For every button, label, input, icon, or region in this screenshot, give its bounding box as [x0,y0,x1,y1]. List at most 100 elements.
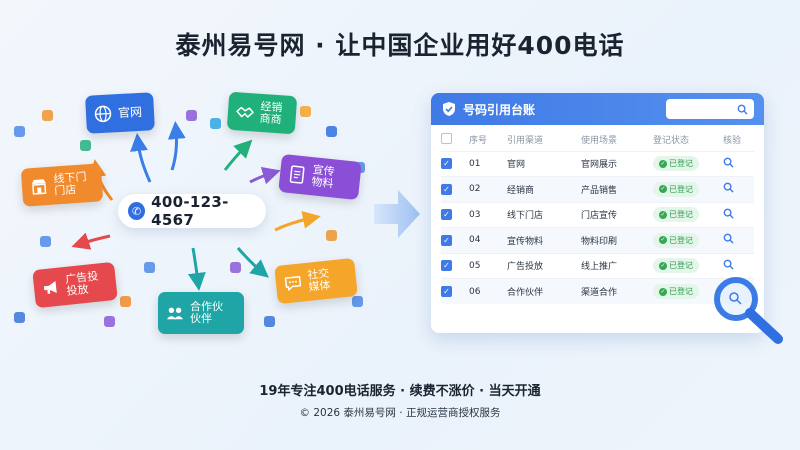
megaphone-icon [41,278,61,298]
table-row[interactable]: ✓ 01 官网 官网展示 ✓已登记 [441,150,754,177]
decor-cube [120,296,131,307]
table-row[interactable]: ✓ 02 经销商 产品销售 ✓已登记 [441,176,754,202]
card-label: 广告投 投放 [64,269,99,298]
row-channel: 经销商 [507,176,581,202]
copyright: © 2026 泰州易号网 · 正规运营商授权服务 [299,407,501,419]
verify-search-icon[interactable] [723,182,734,193]
check-icon: ✓ [659,261,667,270]
col-header-status: 登记状态 [653,136,690,147]
decor-cube [264,316,275,327]
col-header-no: 序号 [469,136,488,147]
select-all-checkbox[interactable] [441,132,452,144]
row-channel: 宣传物料 [507,227,581,253]
decor-cube [186,110,197,121]
phone-icon: ✆ [128,202,146,220]
col-header-scene: 使用场景 [581,136,618,147]
row-checkbox[interactable]: ✓ [441,286,452,297]
decor-cube [104,316,115,327]
row-scene: 物料印刷 [581,227,653,253]
big-arrow-icon [374,190,420,238]
card-label: 合作伙 伙伴 [190,300,223,325]
decor-cube [40,236,51,247]
page-title: 泰州易号网 · 让中国企业用好400电话 [175,31,625,60]
status-badge: ✓已登记 [653,232,699,248]
decor-cube [230,262,241,273]
row-scene: 官网展示 [581,150,653,177]
decor-cube [14,312,25,323]
row-scene: 线上推广 [581,252,653,279]
card-label: 经销 商商 [259,99,283,127]
channel-card-website: 官网 [85,92,155,134]
card-label: 线下门 门店 [53,170,87,198]
search-icon [737,104,748,115]
decor-cube [326,126,337,137]
verify-search-icon[interactable] [723,259,734,270]
row-checkbox[interactable]: ✓ [441,183,452,195]
chat-icon [283,274,303,294]
channel-card-promo: 宣传 物料 [278,153,362,201]
row-checkbox[interactable]: ✓ [441,158,452,170]
verify-search-icon[interactable] [723,233,734,244]
row-checkbox[interactable]: ✓ [441,209,452,221]
table-row[interactable]: ✓ 03 线下门店 门店宣传 ✓已登记 [441,201,754,228]
row-scene: 产品销售 [581,176,653,202]
row-channel: 线下门店 [507,201,581,228]
phone-number-pill: ✆ 400-123-4567 [118,193,266,229]
check-icon: ✓ [659,159,667,168]
magnifier-icon [714,277,783,344]
decor-cube [352,296,363,307]
card-label: 官网 [117,104,143,121]
row-scene: 渠道合作 [581,278,653,304]
channel-card-dealer: 经销 商商 [226,91,298,135]
row-channel: 广告投放 [507,252,581,279]
ledger-search-input[interactable] [666,99,754,119]
decor-cube [326,230,337,241]
status-badge: ✓已登记 [653,156,699,172]
status-badge: ✓已登记 [653,258,699,274]
row-checkbox[interactable]: ✓ [441,260,452,272]
channel-card-ads: 广告投 投放 [32,261,118,309]
row-no: 01 [469,150,507,177]
col-header-verify: 核验 [723,136,742,147]
status-badge: ✓已登记 [653,181,699,197]
tagline: 19年专注400电话服务 · 续费不涨价 · 当天开通 [259,384,541,399]
row-no: 02 [469,176,507,202]
select-all-cell[interactable] [441,129,469,151]
decor-cube [80,140,91,151]
decor-cube [300,106,311,117]
row-no: 05 [469,252,507,279]
channel-card-social: 社交 媒体 [274,257,358,305]
shield-icon [443,102,455,116]
row-channel: 合作伙伴 [507,278,581,304]
check-icon: ✓ [659,185,667,194]
channel-card-partner: 合作伙 伙伴 [158,292,244,334]
check-icon: ✓ [659,236,667,245]
verify-search-icon[interactable] [723,208,734,219]
decor-cube [42,110,53,121]
table-row[interactable]: ✓ 06 合作伙伴 渠道合作 ✓已登记 [441,278,754,304]
card-label: 宣传 物料 [310,163,336,191]
verify-search-icon[interactable] [723,157,734,168]
table-row[interactable]: ✓ 04 宣传物料 物料印刷 ✓已登记 [441,227,754,253]
channel-diagram: ✆ 400-123-4567 官网 经销 商商 宣传 物料 线下门 门店 广告投… [0,70,380,360]
status-badge: ✓已登记 [653,284,699,299]
phone-number: 400-123-4567 [151,193,229,229]
status-badge: ✓已登记 [653,207,699,223]
check-icon: ✓ [659,287,667,296]
table-row[interactable]: ✓ 05 广告投放 线上推广 ✓已登记 [441,252,754,279]
row-no: 06 [469,278,507,304]
people-icon [166,304,184,322]
handshake-icon [235,102,254,121]
check-icon: ✓ [659,210,667,219]
decor-cube [144,262,155,273]
col-header-channel: 引用渠道 [507,136,544,147]
row-checkbox[interactable]: ✓ [441,234,452,246]
table-header-row: 序号 引用渠道 使用场景 登记状态 核验 [441,129,754,151]
store-icon [29,177,48,196]
card-label: 社交 媒体 [306,266,332,294]
decor-cube [14,126,25,137]
channel-card-store: 线下门 门店 [20,163,104,207]
row-channel: 官网 [507,150,581,177]
decor-cube [210,118,221,129]
ledger-title: 号码引用台账 [463,102,536,117]
